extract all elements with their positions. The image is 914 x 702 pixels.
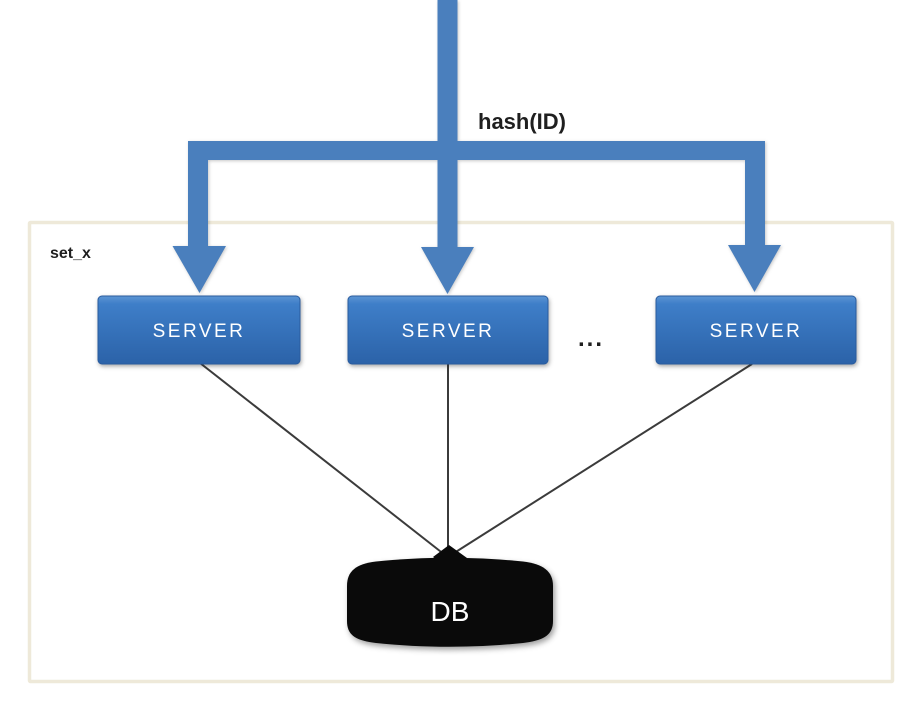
server-label-2: SERVER — [402, 321, 495, 342]
connector-line-left — [199, 362, 446, 556]
hash-arrow-left-head — [172, 246, 226, 293]
hash-id-label: hash(ID) — [478, 109, 566, 134]
hash-arrow-horizontal-bar — [188, 141, 765, 160]
db-cylinder-shape — [347, 557, 553, 647]
hash-arrow-right-shaft — [745, 141, 765, 247]
server-rect-1 — [97, 295, 301, 365]
hash-arrow-right-head — [728, 245, 781, 292]
more-servers-ellipsis: ... — [578, 325, 604, 352]
db-cylinder-icon: DB — [347, 557, 553, 647]
set-x-label: set_x — [50, 245, 91, 262]
server-label-3: SERVER — [710, 321, 803, 342]
hash-arrow-left-shaft — [188, 141, 208, 248]
server-label-1: SERVER — [153, 321, 246, 342]
hash-arrow-center-shaft — [437, 0, 458, 250]
server-box-1: SERVER — [97, 295, 301, 365]
hash-arrow-icon — [172, 0, 781, 294]
server-box-2: SERVER — [347, 295, 549, 365]
hash-arrow-center-head — [421, 247, 474, 294]
connector-line-right — [450, 363, 753, 556]
server-box-3: SERVER — [655, 295, 857, 365]
db-label: DB — [431, 596, 470, 627]
server-rect-2 — [347, 295, 549, 365]
server-rect-3 — [655, 295, 857, 365]
